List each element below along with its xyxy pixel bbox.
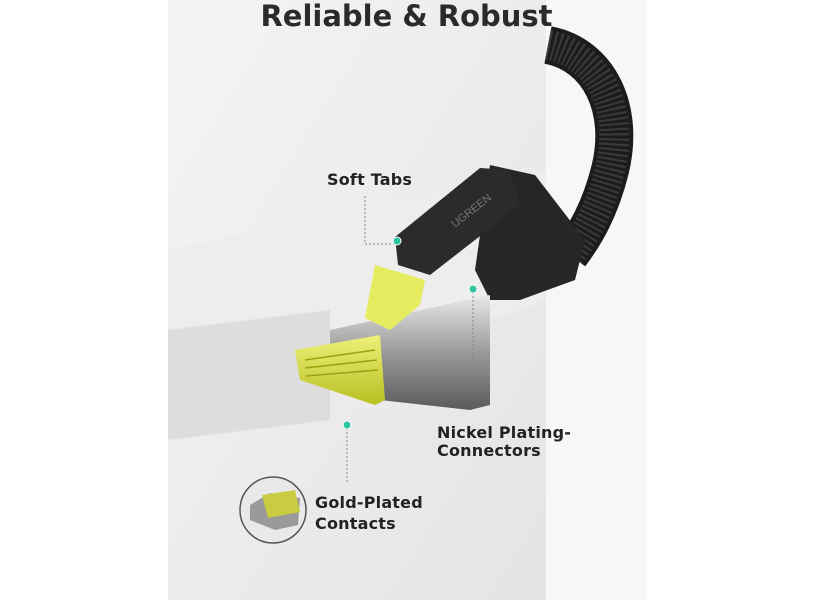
callout-gold-line1: Gold-Plated xyxy=(315,493,423,512)
nickel-dot xyxy=(468,284,478,294)
callout-soft-tabs: Soft Tabs xyxy=(327,170,413,189)
yellow-latch xyxy=(365,265,425,330)
soft-tabs-dot xyxy=(392,236,402,246)
callout-nickel-line1: Nickel Plating- xyxy=(437,423,572,442)
callout-nickel-line2: Connectors xyxy=(437,441,541,460)
soft-tab xyxy=(395,168,520,275)
soft-tabs-leader xyxy=(364,196,396,245)
braided-cable xyxy=(543,26,634,267)
gold-dot xyxy=(342,420,352,430)
shadow xyxy=(168,310,330,440)
page-title: Reliable & Robust xyxy=(260,0,553,33)
callout-gold-line2: Contacts xyxy=(315,514,396,533)
contacts-thumbnail xyxy=(239,476,307,544)
